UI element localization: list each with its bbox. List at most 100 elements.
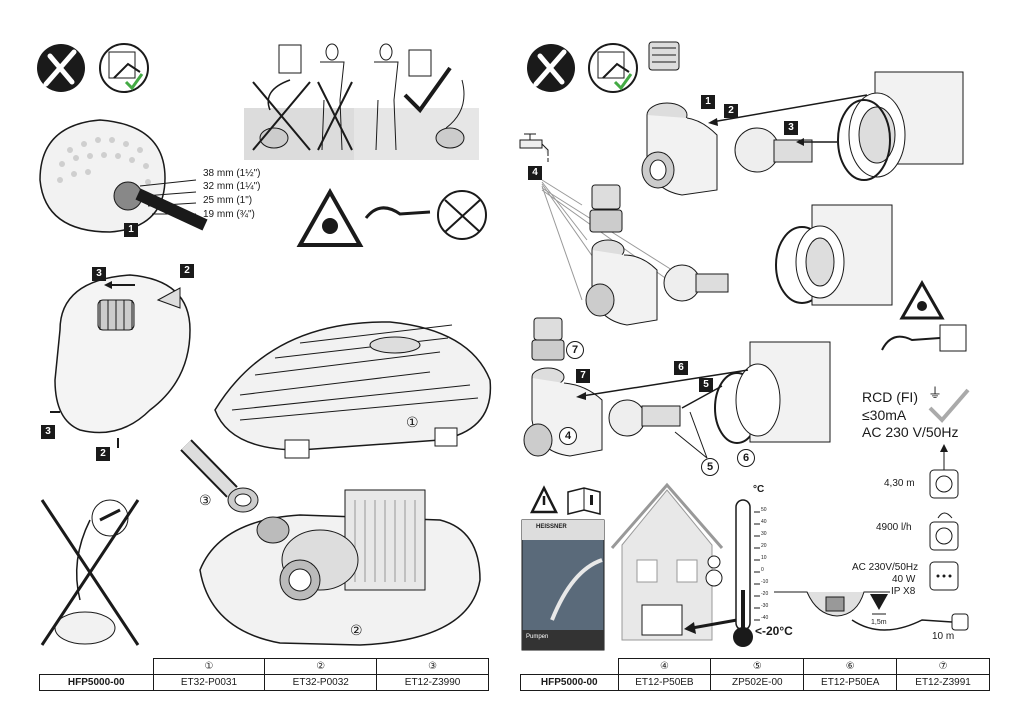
thermometer-tick: -40 bbox=[761, 615, 769, 621]
pond-depth-illustration bbox=[774, 591, 890, 617]
do-not-lift-by-cable-illustration bbox=[40, 499, 140, 646]
manual-cover bbox=[521, 519, 605, 651]
hose-size-38: 38 mm (1½") bbox=[203, 168, 261, 179]
part-number-label: 7 bbox=[566, 341, 584, 359]
thermometer-unit: °C bbox=[753, 484, 765, 495]
cable-plug-icon bbox=[851, 613, 969, 631]
head-height-value: 4,30 m bbox=[884, 478, 915, 489]
step-tag: 4 bbox=[528, 166, 542, 180]
exploded-view-middle bbox=[585, 184, 893, 326]
unplug-icon bbox=[99, 43, 149, 93]
step-tag: 2 bbox=[724, 104, 738, 118]
part-number-label: 4 bbox=[559, 427, 577, 445]
right-parts-table: ④ ⑤ ⑥ ⑦ HFP5000-00 ET12-P50EB ZP502E-00 … bbox=[520, 658, 990, 691]
frost-house-illustration bbox=[610, 482, 738, 641]
part-cell: ET32-P0031 bbox=[152, 674, 266, 691]
step-tag: 1 bbox=[124, 223, 138, 237]
rcd-current-label: ≤30mA bbox=[862, 407, 907, 423]
damaged-cable-illustration bbox=[364, 190, 487, 240]
cable-length-value: 10 m bbox=[932, 631, 955, 642]
table-header: ③ bbox=[376, 658, 489, 675]
part-number-label: ① bbox=[406, 414, 419, 430]
pump-adapter-illustration bbox=[39, 119, 208, 233]
step-tag: 2 bbox=[180, 264, 194, 278]
part-cell: ZP502E-00 bbox=[710, 674, 805, 691]
thermometer-tick: 30 bbox=[761, 531, 767, 537]
min-temperature-label: <-20°C bbox=[755, 624, 793, 638]
hose-adapter-illustration bbox=[180, 439, 259, 513]
step-tag: 2 bbox=[96, 447, 110, 461]
unplug-icon bbox=[588, 43, 638, 93]
warning-triangle-icon bbox=[899, 279, 945, 320]
depth-value: 1,5m bbox=[871, 619, 887, 626]
part-cell: ET12-Z3990 bbox=[376, 674, 489, 691]
thermometer-tick: -10 bbox=[761, 579, 769, 585]
wrench-icon bbox=[37, 44, 85, 92]
part-cell: ET32-P0032 bbox=[264, 674, 378, 691]
exploded-view-bottom bbox=[523, 317, 831, 459]
hose-size-19: 19 mm (¾") bbox=[203, 209, 255, 220]
table-header: ⑥ bbox=[803, 658, 898, 675]
part-cell: ET12-Z3991 bbox=[896, 674, 990, 691]
caution-icon bbox=[529, 485, 559, 514]
thermometer-tick: -30 bbox=[761, 603, 769, 609]
hose-size-32: 32 mm (1¼") bbox=[203, 181, 261, 192]
faucet-icon bbox=[519, 133, 549, 162]
thermometer-tick: 0 bbox=[761, 567, 764, 573]
voltage-value: AC 230V/50Hz bbox=[852, 562, 919, 573]
left-page: 38 mm (1½") 32 mm (1¼") 25 mm (1") 19 mm… bbox=[37, 43, 492, 691]
pump-housing-side-illustration bbox=[50, 274, 191, 448]
socket-plug-icon bbox=[881, 324, 967, 352]
checkmark-icon bbox=[928, 388, 970, 423]
pump-cover-illustration bbox=[214, 321, 492, 459]
thermometer-tick: 50 bbox=[761, 507, 767, 513]
step-tag: 1 bbox=[701, 95, 715, 109]
left-illustrations bbox=[37, 43, 492, 646]
step-tag: 3 bbox=[41, 425, 55, 439]
thermometer-tick: 40 bbox=[761, 519, 767, 525]
part-number-label: ② bbox=[350, 622, 363, 638]
safety-people-illustration bbox=[244, 43, 479, 160]
step-tag: 3 bbox=[92, 267, 106, 281]
read-manual-icon bbox=[567, 487, 601, 515]
ground-icon: ⏚ bbox=[928, 385, 942, 401]
hose-size-25: 25 mm (1") bbox=[203, 195, 253, 206]
thermometer-tick: 10 bbox=[761, 555, 767, 561]
warning-triangle-icon bbox=[296, 187, 364, 247]
thermometer-tick: 20 bbox=[761, 543, 767, 549]
ip-rating-value: IP X8 bbox=[891, 586, 916, 597]
manual-title: Pumpen bbox=[526, 634, 549, 640]
part-cell: ET12-P50EB bbox=[617, 674, 712, 691]
table-header: ⑦ bbox=[896, 658, 990, 675]
part-cell: ET12-P50EA bbox=[803, 674, 898, 691]
exploded-view-top bbox=[641, 41, 964, 196]
thermometer-tick: -20 bbox=[761, 591, 769, 597]
rcd-label: RCD (FI) bbox=[862, 389, 918, 405]
model-cell: HFP5000-00 bbox=[39, 674, 154, 691]
step-tag: 5 bbox=[699, 378, 713, 392]
rcd-voltage-label: AC 230 V/50Hz bbox=[862, 424, 959, 440]
model-cell: HFP5000-00 bbox=[520, 674, 619, 691]
part-number-label: ③ bbox=[199, 492, 212, 508]
part-number-label: 5 bbox=[701, 458, 719, 476]
flow-rate-value: 4900 l/h bbox=[876, 522, 912, 533]
flow-rate-icon bbox=[929, 512, 959, 551]
thermometer-icon bbox=[733, 499, 760, 647]
left-parts-table: ① ② ③ HFP5000-00 ET32-P0031 ET32-P0032 E… bbox=[39, 658, 489, 691]
power-socket-icon bbox=[929, 561, 959, 591]
table-header: ② bbox=[264, 658, 378, 675]
right-page: 1 2 3 4 6 5 7 7 4 5 6 RCD (FI) ⏚ ≤30mA A… bbox=[512, 0, 1024, 724]
power-value: 40 W bbox=[892, 574, 916, 585]
right-illustrations bbox=[519, 41, 970, 651]
table-header: ⑤ bbox=[710, 658, 805, 675]
table-header: ④ bbox=[617, 658, 712, 675]
step-tag: 3 bbox=[784, 121, 798, 135]
manual-brand: HEISSNER bbox=[536, 524, 567, 530]
step-tag: 6 bbox=[674, 361, 688, 375]
pump-base-illustration bbox=[199, 489, 481, 646]
head-height-icon bbox=[929, 444, 959, 499]
part-number-label: 6 bbox=[737, 449, 755, 467]
table-header: ① bbox=[152, 658, 266, 675]
wrench-icon bbox=[527, 44, 575, 92]
step-tag: 7 bbox=[576, 369, 590, 383]
